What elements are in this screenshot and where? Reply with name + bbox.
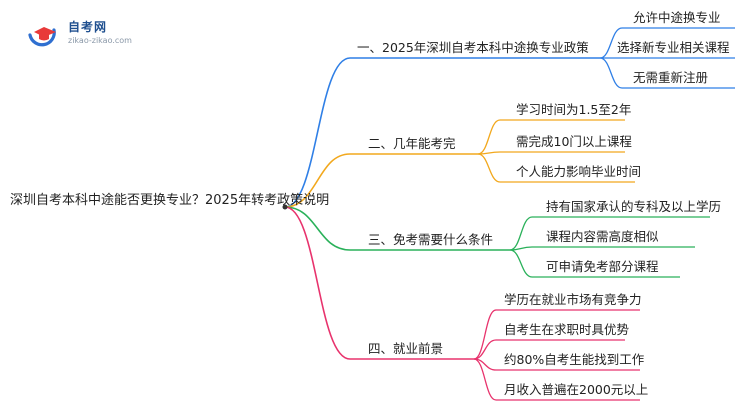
leaf-connector-2-1 — [477, 119, 501, 155]
leaf-3-3: 可申请免考部分课程 — [546, 259, 659, 274]
logo-url: zikao-zikao.com — [68, 36, 132, 45]
leaf-4-1: 学历在就业市场有竞争力 — [504, 292, 642, 307]
site-logo[interactable]: 自考网 zikao-zikao.com — [28, 18, 138, 50]
leaf-2-3: 个人能力影响毕业时间 — [516, 164, 642, 179]
leaf-4-4: 月收入普遍在2000元以上 — [504, 382, 649, 397]
leaf-3-2: 课程内容需高度相似 — [546, 229, 659, 244]
branch-label-2: 二、几年能考完 — [368, 136, 456, 151]
mindmap-root: 深圳自考本科中途能否更换专业？2025年转考政策说明 — [10, 193, 330, 208]
branch-connector-2 — [284, 153, 351, 208]
leaf-connector-4-2 — [473, 339, 497, 360]
branch-connector-1 — [284, 57, 351, 208]
leaf-connector-1-1 — [599, 27, 623, 59]
leaf-3-1: 持有国家承认的专科及以上学历 — [546, 199, 722, 214]
leaf-2-2: 需完成10门以上课程 — [516, 134, 632, 149]
leaf-connector-4-1 — [473, 309, 497, 360]
leaf-1-3: 无需重新注册 — [633, 70, 709, 85]
leaf-connector-1-3 — [599, 57, 623, 89]
leaf-1-2: 选择新专业相关课程 — [617, 40, 730, 55]
leaf-2-1: 学习时间为1.5至2年 — [516, 102, 632, 117]
logo-graduation-icon — [28, 27, 56, 47]
logo-title: 自考网 — [68, 20, 108, 34]
leaf-connector-2-3 — [477, 153, 501, 183]
branch-connector-3 — [284, 206, 351, 251]
leaf-1-1: 允许中途换专业 — [633, 10, 721, 25]
root-anchor-dot — [282, 204, 288, 210]
leaf-connector-3-3 — [509, 249, 533, 278]
branch-label-1: 一、2025年深圳自考本科中途换专业政策 — [357, 40, 589, 55]
leaf-connector-4-4 — [473, 358, 497, 401]
branch-label-3: 三、免考需要什么条件 — [368, 232, 494, 247]
leaf-4-3: 约80%自考生能找到工作 — [504, 352, 645, 367]
branch-label-4: 四、就业前景 — [368, 341, 444, 356]
leaf-connector-3-1 — [509, 216, 533, 251]
branch-connector-4 — [284, 206, 351, 360]
leaf-4-2: 自考生在求职时具优势 — [504, 322, 630, 337]
